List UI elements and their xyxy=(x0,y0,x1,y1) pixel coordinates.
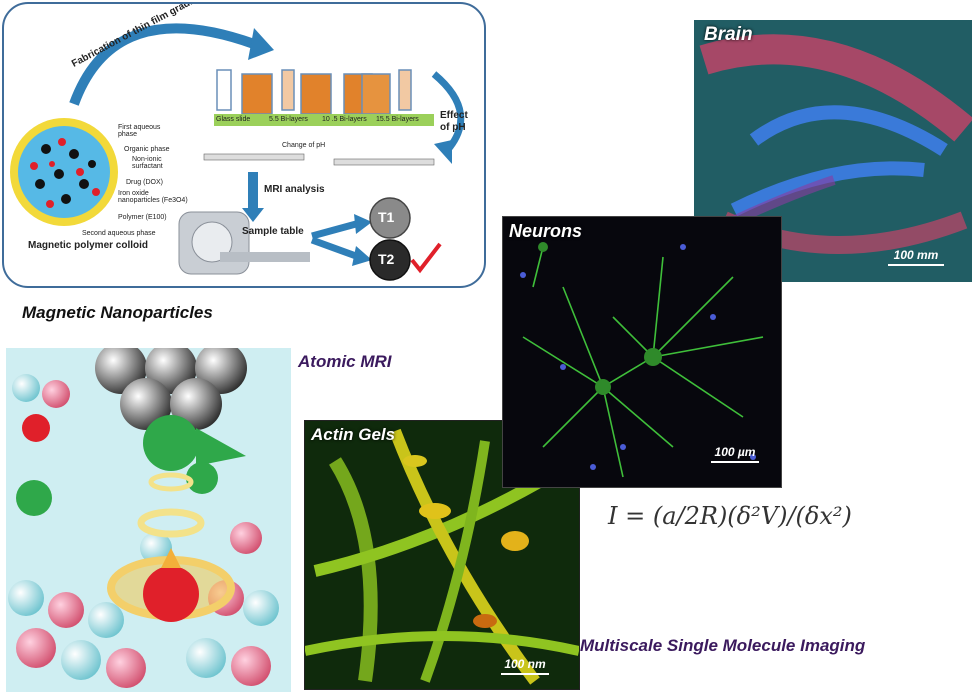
legend-6: Second aqueous phase xyxy=(82,230,156,237)
colloid-particle-icon xyxy=(10,118,118,226)
sample-table-label: Sample table xyxy=(242,226,304,237)
beakers xyxy=(216,69,412,115)
check-icon xyxy=(410,242,442,274)
mri-scanner-icon xyxy=(178,211,310,275)
strip-bar xyxy=(214,114,434,126)
strip-label-0: Glass slide xyxy=(216,116,251,123)
probe-tip xyxy=(95,348,247,430)
neurons-scale-text: 100 µm xyxy=(714,445,756,459)
strip-label-2: 10 .5 Bi-layers xyxy=(322,116,367,123)
caption-multiscale: Multiscale Single Molecule Imaging xyxy=(580,636,866,655)
strip-label-1: 5.5 Bi-layers xyxy=(269,116,308,123)
mri-label: MRI analysis xyxy=(264,184,325,195)
actin-scale-text: 100 nm xyxy=(504,657,546,671)
effect-label-line2: of pH xyxy=(440,122,466,133)
neurons-illustration xyxy=(503,217,781,487)
neurons-image: Neurons 100 µm xyxy=(502,216,782,488)
nanoparticle-panel: Fabrication of thin film gradients Glass… xyxy=(2,2,486,288)
t2-circle xyxy=(369,239,411,281)
brain-scale-bar xyxy=(888,264,944,266)
red-spin-icon xyxy=(143,566,199,622)
effect-label: Effect of pH xyxy=(440,110,468,134)
equation: I = (a/2R)(δ²V)/(δx²) xyxy=(608,502,852,530)
legend-2: Non-ionic surfactant xyxy=(132,156,163,170)
colloid-title: Magnetic polymer colloid xyxy=(28,240,149,251)
caption-magnetic: Magnetic Nanoparticles xyxy=(22,303,213,322)
nanoparticle-diagram xyxy=(10,23,465,281)
actin-scale: 100 nm xyxy=(501,657,549,675)
atomic-mri-image xyxy=(6,348,291,692)
legend-1: Organic phase xyxy=(124,146,170,153)
ph-change-label: Change of pH xyxy=(282,142,326,149)
t1-circle xyxy=(369,197,411,239)
fabrication-arrow xyxy=(69,23,256,106)
atomic-mri-illustration xyxy=(6,348,291,692)
t2-label: T2 xyxy=(378,251,395,267)
fabrication-arrow-head xyxy=(248,28,274,60)
surfactant-layer xyxy=(203,153,435,166)
caption-atomic: Atomic MRI xyxy=(298,352,392,371)
t1-label: T1 xyxy=(378,209,395,225)
neurons-label: Neurons xyxy=(509,221,583,241)
brain-scale: 100 mm xyxy=(888,248,944,266)
green-spin-icon xyxy=(143,415,199,471)
brain-scale-text: 100 mm xyxy=(893,248,939,262)
strip-label-3: 15.5 Bi-layers xyxy=(376,116,419,123)
legend-4: Iron oxide nanoparticles (Fe3O4) xyxy=(118,190,188,204)
legend-5: Polymer (E100) xyxy=(118,214,167,221)
neurons-scale: 100 µm xyxy=(711,445,759,463)
legend-0: First aqueous phase xyxy=(118,124,161,138)
effect-label-line1: Effect xyxy=(440,110,468,121)
actin-label: Actin Gels xyxy=(311,425,396,444)
brain-label: Brain xyxy=(704,24,753,45)
actin-scale-bar xyxy=(501,673,549,675)
legend-3: Drug (DOX) xyxy=(126,179,163,186)
neurons-scale-bar xyxy=(711,461,759,463)
